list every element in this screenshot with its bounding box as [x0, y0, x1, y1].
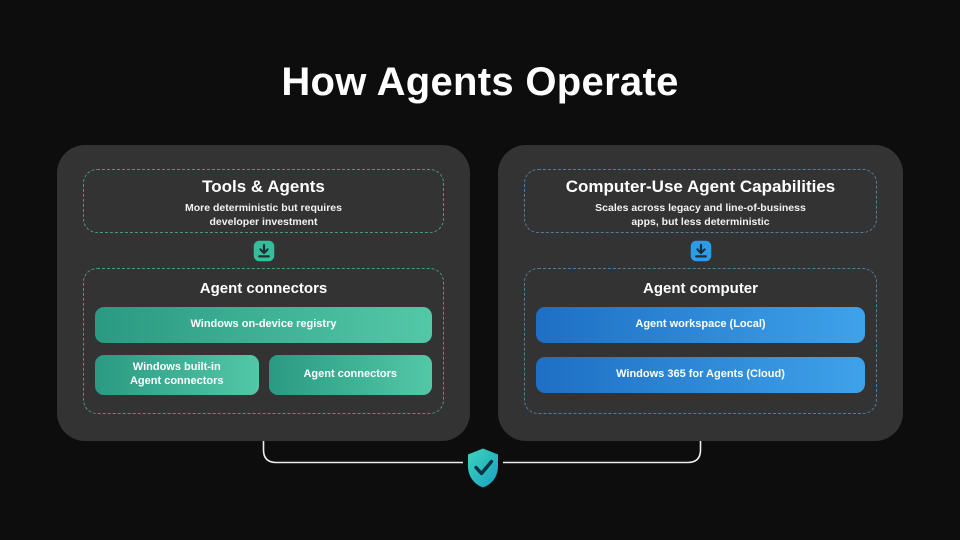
cua-header-box: Computer-Use Agent Capabilities Scales a… [524, 169, 877, 233]
agent-connectors-title: Agent connectors [199, 280, 328, 297]
agent-computer-box: Agent computer Agent workspace (Local) W… [524, 268, 877, 414]
download-arrow-icon [690, 240, 711, 262]
agent-connectors-box: Agent connectors Windows on-device regis… [83, 268, 444, 414]
panel-tools-agents: Tools & Agents More deterministic but re… [57, 145, 470, 441]
chip-windows-365-for-agents-cloud: Windows 365 for Agents (Cloud) [536, 357, 865, 393]
panel-computer-use-agent: Computer-Use Agent Capabilities Scales a… [498, 145, 903, 441]
cua-subtitle: Scales across legacy and line-of-busines… [595, 202, 806, 229]
download-arrow-icon [253, 240, 274, 262]
chip-row: Windows built-in Agent connectors Agent … [95, 355, 432, 395]
chip-windows-on-device-registry: Windows on-device registry [95, 307, 432, 343]
chip-agent-connectors: Agent connectors [268, 355, 432, 395]
tools-agents-subtitle: More deterministic but requires develope… [185, 202, 342, 229]
chip-windows-built-in-agent-connectors: Windows built-in Agent connectors [95, 355, 259, 395]
tools-agents-title: Tools & Agents [202, 177, 325, 196]
agent-computer-title: Agent computer [642, 280, 758, 297]
connector-line [262, 441, 702, 464]
chip-agent-workspace-local: Agent workspace (Local) [536, 307, 865, 343]
tools-agents-header-box: Tools & Agents More deterministic but re… [83, 169, 444, 233]
shield-check-icon [468, 448, 498, 488]
cua-title: Computer-Use Agent Capabilities [565, 177, 836, 196]
page-title: How Agents Operate [281, 60, 679, 104]
